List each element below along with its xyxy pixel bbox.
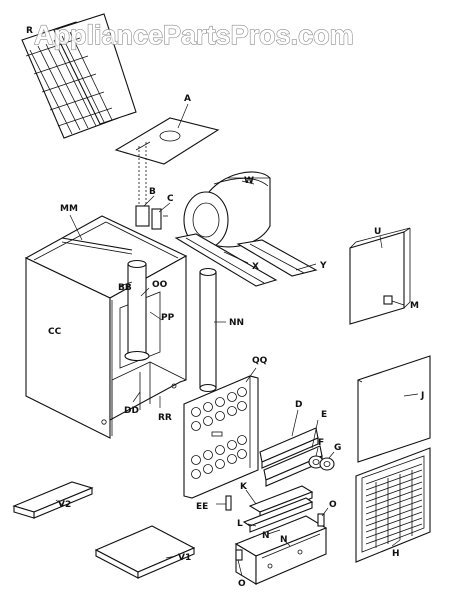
label-e: E [321,410,327,420]
label-dd: DD [124,406,139,416]
rail-part-x[interactable] [174,233,278,287]
tray-part-v2[interactable] [12,481,94,519]
bracket-part-b[interactable] [135,142,150,227]
label-c: C [167,194,174,204]
label-n-part: N [262,531,270,541]
label-rr: RR [158,413,172,423]
label-f: F [318,438,324,448]
label-pp: PP [161,313,175,323]
label-d: D [295,400,302,410]
burner-part-e[interactable] [263,445,323,487]
label-x: X [252,262,259,272]
bracket-part-ee[interactable] [225,495,232,511]
rail-part-y[interactable] [236,239,318,277]
label-qq: QQ [252,356,268,366]
door-part-u[interactable] [349,227,411,325]
burner-part-d[interactable] [259,427,319,469]
label-v2: V2 [58,500,71,510]
bracket-part-l[interactable] [242,497,314,533]
label-k: K [240,482,248,492]
pipe-part-oo[interactable] [124,259,150,362]
label-mm: MM [60,204,78,214]
pipe-part-nn[interactable] [199,267,217,393]
label-j: J [420,391,424,401]
label-oo: OO [152,280,168,290]
label-g: G [334,443,341,453]
tray-part-v1[interactable] [94,525,196,579]
label-n-lower: N [280,535,288,545]
label-o-bottom: O [238,579,246,589]
filter-part-r[interactable] [21,13,137,139]
label-nn: NN [229,318,244,328]
clip-part-o-bottom[interactable] [235,549,243,561]
part-labels: R A B C W MM X Y U M BB OO PP CC NN QQ J… [26,26,424,589]
panel-part-qq[interactable] [183,375,259,499]
label-o-top: O [329,500,337,510]
leader-lines [55,103,419,577]
label-a: A [184,94,191,104]
watermark-text: AppliancePartsPros.com [34,20,354,50]
label-bb: BB [118,283,132,293]
label-u: U [374,227,381,237]
label-r: R [26,26,33,36]
label-m: M [410,301,419,311]
top-plate-part-a[interactable] [114,117,220,165]
label-ee: EE [196,502,208,512]
label-cc: CC [48,327,62,337]
clip-part-o-top[interactable] [317,513,325,527]
label-w: W [244,176,254,186]
label-l: L [237,519,243,529]
label-v1: V1 [178,553,191,563]
grommet-part-g[interactable] [319,457,335,471]
louver-door-part-h[interactable] [355,447,431,563]
label-h: H [392,549,400,559]
clip-part-c[interactable] [151,208,168,230]
label-y: Y [319,261,327,271]
rail-part-mm[interactable] [61,237,133,255]
label-b: B [149,187,156,197]
access-panel-part-j[interactable] [357,355,431,463]
